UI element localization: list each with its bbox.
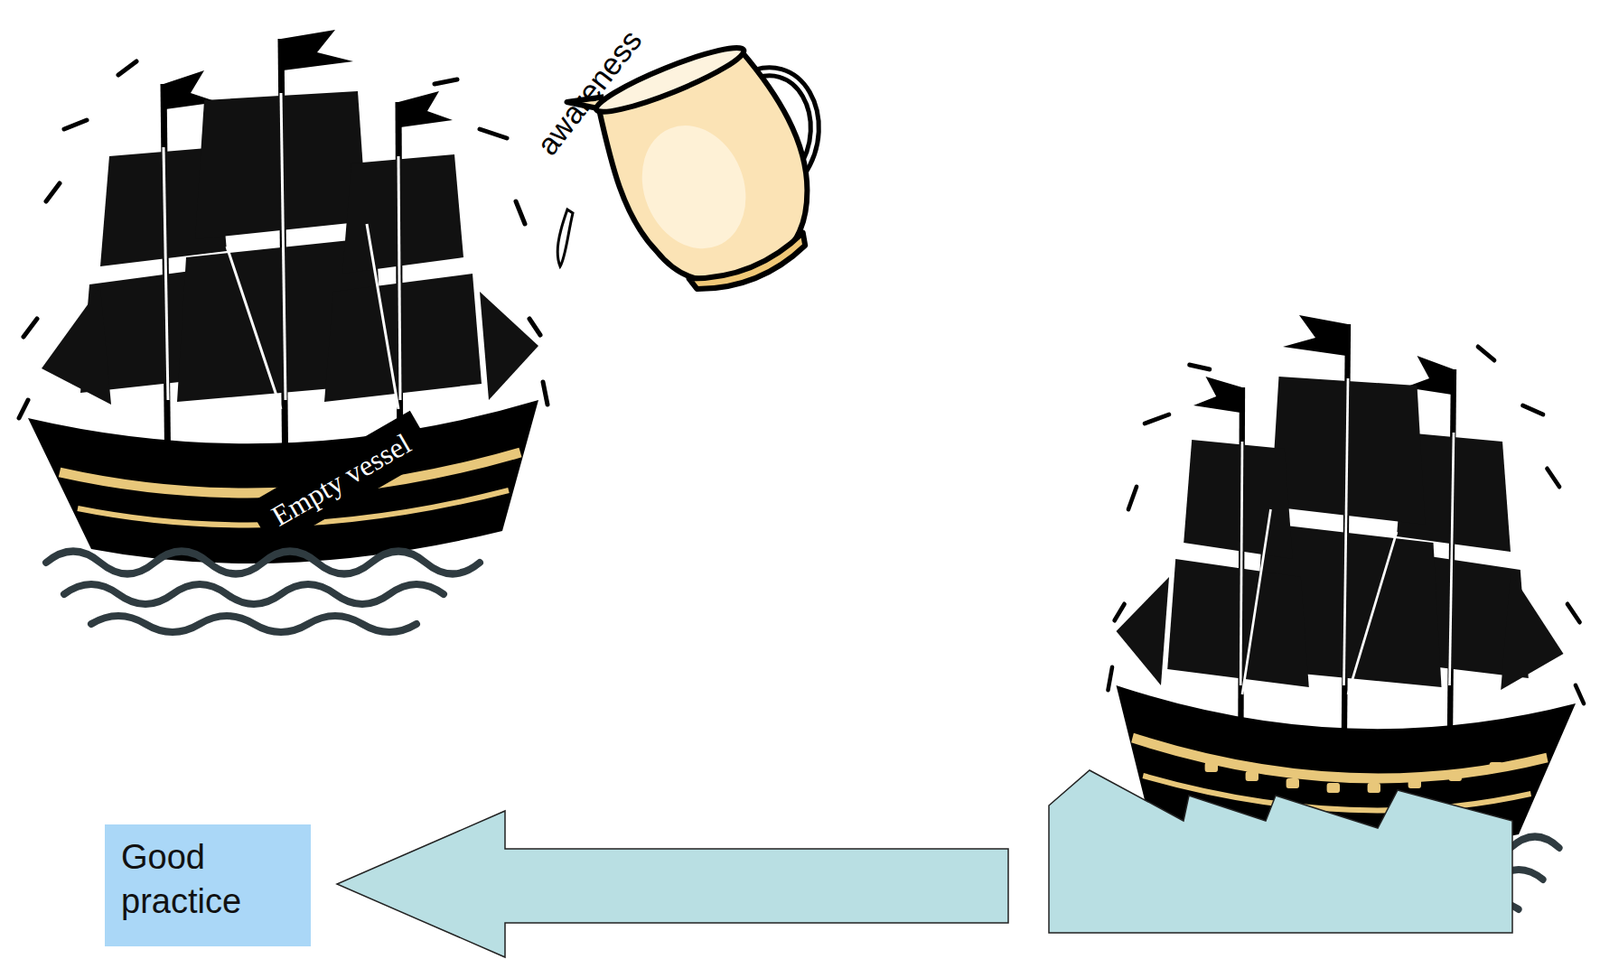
node-text: Good practice [121,835,295,926]
practice-box: Good practice [104,824,311,947]
